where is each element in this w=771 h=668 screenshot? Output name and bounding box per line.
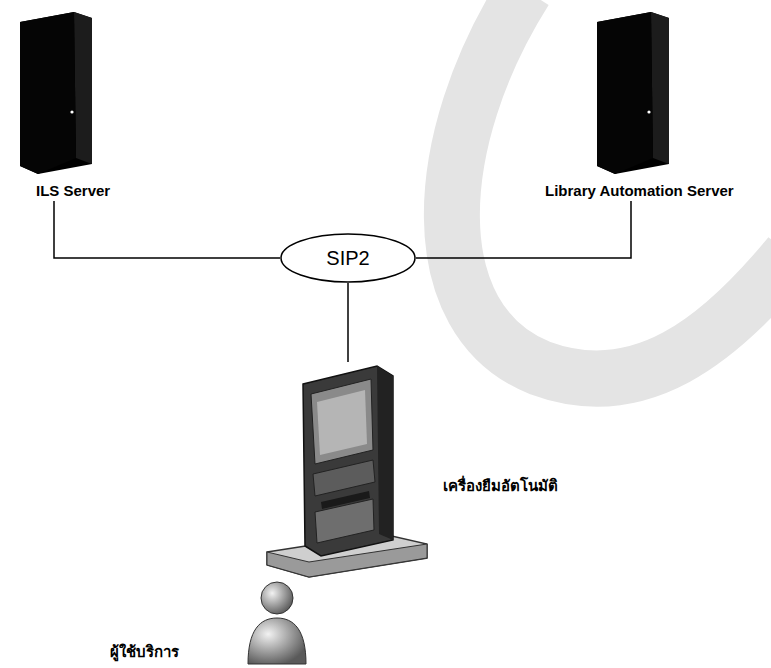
server-icon	[591, 8, 671, 176]
network-link	[347, 283, 349, 362]
protocol-label: SIP2	[326, 247, 369, 270]
user-head	[261, 582, 293, 614]
watermark-arc	[452, 0, 771, 379]
kiosk-illustration	[265, 362, 430, 580]
protocol-ellipse: SIP2	[280, 233, 416, 283]
server-node: Library Automation Server	[545, 8, 765, 199]
network-link	[54, 201, 280, 258]
server-icon-holder	[14, 8, 164, 176]
kiosk-label: เครื่องยืมอัตโนมัติ	[443, 474, 558, 498]
kiosk-node: เครื่องยืมอัตโนมัติ	[265, 362, 565, 580]
server-label: ILS Server	[36, 182, 164, 199]
server-icon-holder	[591, 8, 765, 176]
user-label: ผู้ใช้บริการ	[110, 640, 179, 664]
server-label: Library Automation Server	[545, 182, 765, 199]
server-icon	[14, 8, 94, 176]
user-body	[248, 618, 306, 664]
server-node: ILS Server	[14, 8, 164, 199]
network-link	[416, 201, 631, 258]
